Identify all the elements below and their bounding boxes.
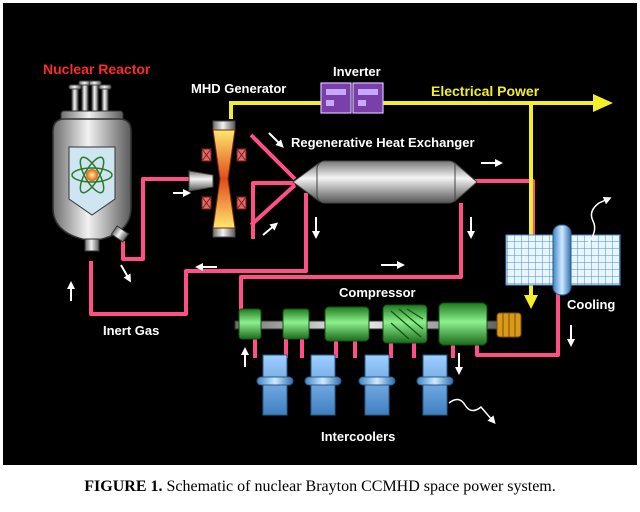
intercooler-4 (416, 354, 454, 416)
label-compressor: Compressor (339, 285, 416, 300)
reactor-inlet-nozzle (84, 238, 100, 252)
motor-arrow-icon (524, 295, 538, 309)
radiator-panel-left (505, 234, 559, 286)
pipe-reactor-outlet-to-mhd (121, 177, 195, 261)
radiator-cooler (505, 224, 621, 296)
mhd-electrode-bottom (212, 227, 236, 238)
nuclear-reactor (52, 80, 132, 252)
figure-caption: FIGURE 1. Schematic of nuclear Brayton C… (0, 478, 640, 496)
radiator-panel-right (567, 234, 621, 286)
mhd-channel (212, 129, 236, 229)
compressor-blade-detail (390, 308, 424, 340)
reactor-outlet-nozzle (110, 225, 130, 243)
label-electrical-power: Electrical Power (431, 83, 540, 99)
flow-arrow-icon (262, 222, 279, 236)
compressor-stage-1 (238, 308, 262, 340)
pipe-regen-cold-to-reactor (89, 193, 308, 316)
flow-arrow-icon (120, 264, 131, 283)
atom-icon (71, 156, 113, 194)
cooler-cylinder (552, 224, 572, 296)
intercooler-1 (256, 354, 294, 416)
reactor-control-rods (68, 80, 112, 114)
label-mhd-generator: MHD Generator (191, 81, 286, 96)
ccmhd-schematic: Nuclear Reactor MHD Generator Inverter E… (3, 3, 637, 465)
mhd-electrode-top (212, 120, 236, 131)
intercoolers (256, 354, 454, 416)
intercooler-3 (358, 354, 396, 416)
inverter-unit-left (320, 82, 352, 114)
inverter (320, 82, 384, 114)
compressor-stage-2 (282, 308, 310, 340)
compressor-stage-4 (382, 304, 428, 344)
mhd-generator (188, 120, 247, 238)
power-output-arrow-icon (593, 94, 613, 112)
flow-arrow-icon (268, 132, 284, 148)
label-nuclear-reactor: Nuclear Reactor (43, 61, 151, 77)
intercooler-2 (304, 354, 342, 416)
pipe-compressor-inlet (239, 203, 463, 319)
compressor-stage-3 (324, 306, 370, 342)
compressor-stage-5 (438, 302, 488, 346)
intercooler-heat-wave-icon (448, 398, 496, 425)
mhd-diffuser-lines (249, 133, 297, 227)
mhd-inlet-duct (188, 170, 214, 192)
label-cooling: Cooling (567, 297, 615, 312)
label-regen-heat-exchanger: Regenerative Heat Exchanger (291, 135, 475, 150)
heat-rejection-wave-icon (587, 196, 612, 244)
inverter-unit-right (352, 82, 384, 114)
label-inverter: Inverter (333, 64, 381, 79)
label-intercoolers: Intercoolers (321, 429, 395, 444)
mhd-to-inverter-line (229, 101, 321, 119)
regen-cone-right (454, 161, 478, 203)
caption-text: Schematic of nuclear Brayton CCMHD space… (166, 478, 556, 495)
flow-arrows (67, 132, 575, 375)
caption-number: FIGURE 1. (84, 478, 163, 495)
regen-shell (316, 160, 458, 204)
pipe-return-to-reactor (251, 181, 295, 239)
compressor-train (234, 302, 522, 346)
regenerative-heat-exchanger (292, 160, 478, 204)
label-inert-gas: Inert Gas (103, 323, 159, 338)
